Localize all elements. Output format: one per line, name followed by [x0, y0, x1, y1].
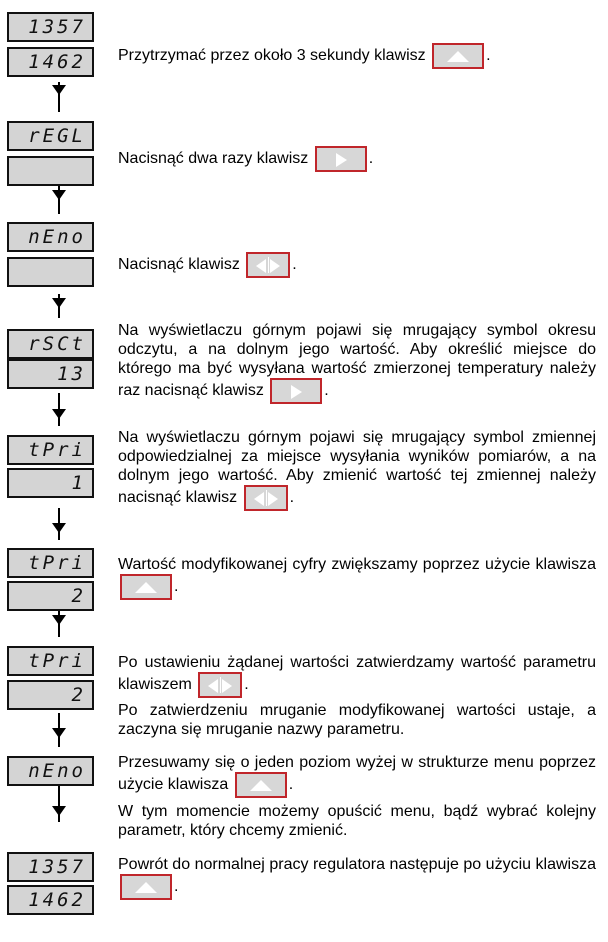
flow-arrow-icon: [52, 728, 66, 738]
flow-arrow-icon: [52, 806, 66, 816]
instruction-segment: Nacisnąć klawisz: [118, 256, 245, 274]
instruction-text: Po ustawieniu żądanej wartości zatwierdz…: [118, 653, 596, 698]
upper-display: rSCt: [7, 329, 94, 359]
instruction-note: Po zatwierdzeniu mruganie modyfikowanej …: [118, 702, 596, 738]
upper-display: nEno: [7, 222, 94, 252]
lower-display: 1: [7, 468, 94, 498]
instruction-segment: Wartość modyfikowanej cyfry zwiększamy p…: [118, 556, 596, 573]
instruction-text: Powrót do normalnej pracy regulatora nas…: [118, 855, 596, 900]
left-right-key-icon: [246, 252, 291, 278]
right-key-icon: [270, 378, 323, 404]
meter-panel: [7, 822, 111, 942]
instruction-text: Wartość modyfikowanej cyfry zwiększamy p…: [118, 555, 596, 600]
instruction-text: Na wyświetlaczu górnym pojawi się mrugaj…: [118, 428, 596, 511]
instruction-segment: .: [368, 150, 374, 168]
instruction-segment: .: [174, 578, 179, 596]
instruction-segment: .: [486, 47, 491, 65]
lower-display: 13: [7, 359, 94, 389]
lower-display: 2: [7, 581, 94, 611]
flow-arrow-icon: [52, 298, 66, 308]
left-right-key-icon: [198, 672, 243, 698]
upper-display: 1357: [7, 852, 94, 882]
instruction-segment: Przytrzymać przez około 3 sekundy klawis…: [118, 47, 431, 65]
up-key-icon: [432, 43, 485, 69]
instruction-segment: .: [288, 776, 294, 794]
up-key-icon: [120, 574, 172, 600]
instruction-segment: .: [324, 382, 329, 400]
instruction-segment: Powrót do normalnej pracy regulatora nas…: [118, 856, 596, 873]
lower-display: 2: [7, 680, 94, 710]
flow-arrow-icon: [52, 190, 66, 200]
instruction-note: W tym momencie możemy opuścić menu, bądź…: [118, 803, 596, 839]
instruction-segment: Nacisnąć dwa razy klawisz: [118, 150, 313, 168]
instruction-segment: .: [289, 489, 295, 507]
instruction-segment: Przesuwamy się o jeden poziom wyżej w st…: [118, 754, 596, 794]
flow-arrow-icon: [52, 615, 66, 625]
instruction-text: Na wyświetlaczu górnym pojawi się mrugaj…: [118, 321, 596, 404]
instruction-segment: .: [292, 256, 297, 274]
up-key-icon: [234, 772, 287, 798]
lower-display: [7, 156, 94, 186]
upper-display: tPri: [7, 646, 94, 676]
upper-display: 1357: [7, 12, 94, 42]
instruction-text: Przesuwamy się o jeden poziom wyżej w st…: [118, 753, 596, 798]
instruction-segment: .: [174, 878, 179, 896]
instruction-segment: Po ustawieniu żądanej wartości zatwierdz…: [118, 654, 596, 694]
flow-arrow-icon: [52, 523, 66, 533]
upper-display: tPri: [7, 548, 94, 578]
instruction-segment: Na wyświetlaczu górnym pojawi się mrugaj…: [118, 322, 596, 400]
flow-arrow-icon: [52, 85, 66, 95]
right-key-icon: [314, 146, 367, 172]
upper-display: tPri: [7, 435, 94, 465]
upper-display: rEGL: [7, 121, 94, 151]
upper-display: nEno: [7, 756, 94, 786]
up-key-icon: [120, 874, 172, 900]
lower-display: [7, 257, 94, 287]
instruction-segment: Na wyświetlaczu górnym pojawi się mrugaj…: [118, 429, 596, 507]
instruction-segment: .: [244, 676, 249, 694]
lower-display: 1462: [7, 885, 94, 915]
instruction-text: Przytrzymać przez około 3 sekundy klawis…: [118, 43, 596, 69]
instruction-text: Nacisnąć klawisz .: [118, 252, 596, 278]
instruction-text: Nacisnąć dwa razy klawisz .: [118, 146, 596, 172]
left-right-key-icon: [243, 485, 288, 511]
flow-arrow-icon: [52, 409, 66, 419]
lower-display: 1462: [7, 47, 94, 77]
